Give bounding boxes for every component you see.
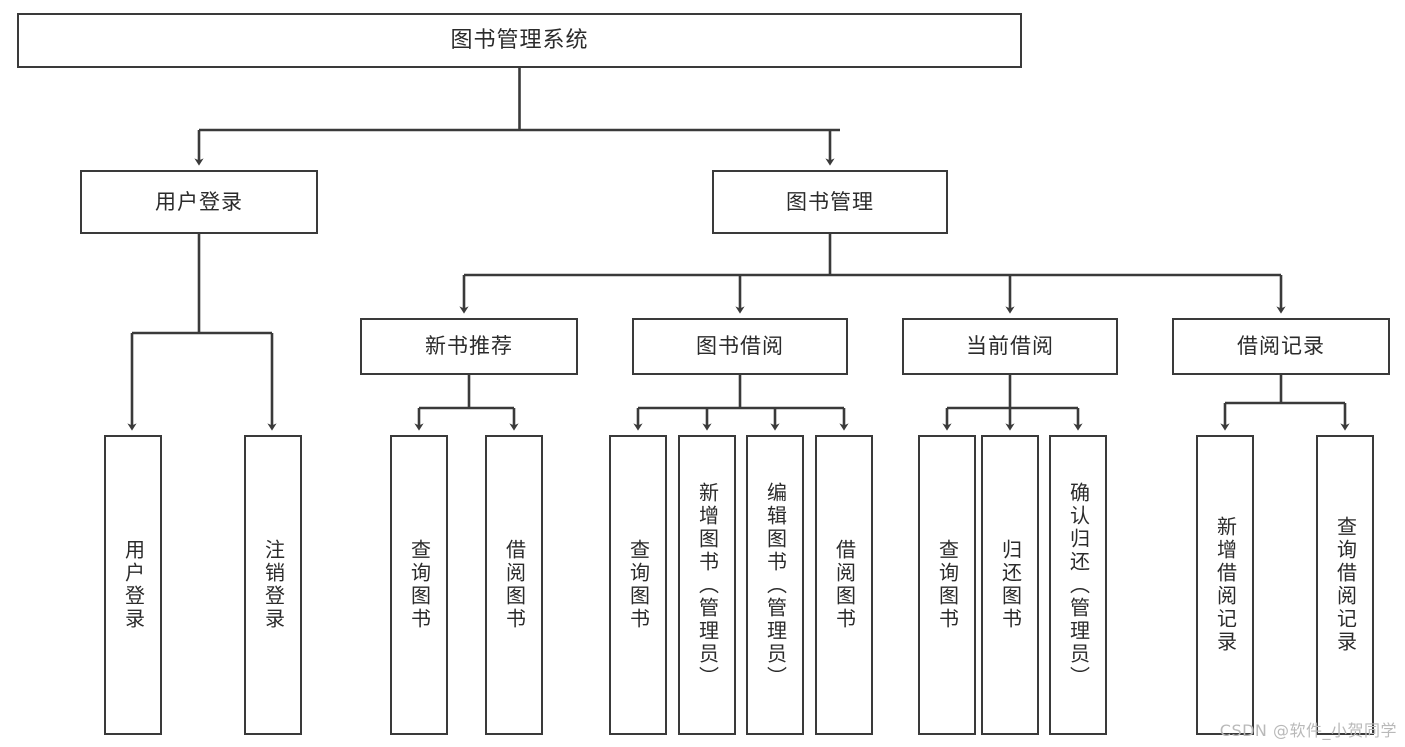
node-root[interactable]: 图书管理系统 <box>17 13 1022 68</box>
node-borrow-record-label: 借阅记录 <box>1237 334 1325 359</box>
node-user-login-label: 用户登录 <box>155 189 243 214</box>
node-current-borrow[interactable]: 当前借阅 <box>902 318 1118 375</box>
node-leaf-add-record[interactable]: 新增借阅记录 <box>1196 435 1254 735</box>
node-leaf-borrow-book-1[interactable]: 借阅图书 <box>485 435 543 735</box>
node-borrow-record[interactable]: 借阅记录 <box>1172 318 1390 375</box>
node-leaf-logout-login-label: 注销登录 <box>261 539 286 631</box>
node-leaf-query-record[interactable]: 查询借阅记录 <box>1316 435 1374 735</box>
node-leaf-query-book-3[interactable]: 查询图书 <box>918 435 976 735</box>
node-leaf-borrow-book-1-label: 借阅图书 <box>502 539 527 631</box>
node-leaf-query-book-1-label: 查询图书 <box>407 539 432 631</box>
node-leaf-user-login-label: 用户登录 <box>121 539 146 631</box>
node-leaf-edit-book-label: 编辑图书（管理员） <box>763 481 788 689</box>
node-user-login[interactable]: 用户登录 <box>80 170 318 234</box>
node-leaf-query-book-1[interactable]: 查询图书 <box>390 435 448 735</box>
node-leaf-confirm-return[interactable]: 确认归还（管理员） <box>1049 435 1107 735</box>
node-leaf-edit-book[interactable]: 编辑图书（管理员） <box>746 435 804 735</box>
node-leaf-confirm-return-label: 确认归还（管理员） <box>1066 481 1091 689</box>
node-current-borrow-label: 当前借阅 <box>966 334 1054 359</box>
node-leaf-user-login[interactable]: 用户登录 <box>104 435 162 735</box>
node-leaf-logout-login[interactable]: 注销登录 <box>244 435 302 735</box>
node-leaf-borrow-book-2[interactable]: 借阅图书 <box>815 435 873 735</box>
node-leaf-return-book-label: 归还图书 <box>998 539 1023 631</box>
node-leaf-query-record-label: 查询借阅记录 <box>1333 516 1358 654</box>
node-book-manage[interactable]: 图书管理 <box>712 170 948 234</box>
node-leaf-add-book[interactable]: 新增图书（管理员） <box>678 435 736 735</box>
node-book-borrow-label: 图书借阅 <box>696 334 784 359</box>
node-leaf-add-record-label: 新增借阅记录 <box>1213 516 1238 654</box>
node-leaf-add-book-label: 新增图书（管理员） <box>695 481 720 689</box>
node-leaf-borrow-book-2-label: 借阅图书 <box>832 539 857 631</box>
node-new-book-recommend-label: 新书推荐 <box>425 334 513 359</box>
node-root-label: 图书管理系统 <box>450 27 589 53</box>
watermark: CSDN @软件_小贺同学 <box>1219 721 1397 740</box>
node-book-borrow[interactable]: 图书借阅 <box>632 318 848 375</box>
node-leaf-return-book[interactable]: 归还图书 <box>981 435 1039 735</box>
node-new-book-recommend[interactable]: 新书推荐 <box>360 318 578 375</box>
node-leaf-query-book-2[interactable]: 查询图书 <box>609 435 667 735</box>
node-leaf-query-book-3-label: 查询图书 <box>935 539 960 631</box>
node-leaf-query-book-2-label: 查询图书 <box>626 539 651 631</box>
node-book-manage-label: 图书管理 <box>786 189 874 214</box>
